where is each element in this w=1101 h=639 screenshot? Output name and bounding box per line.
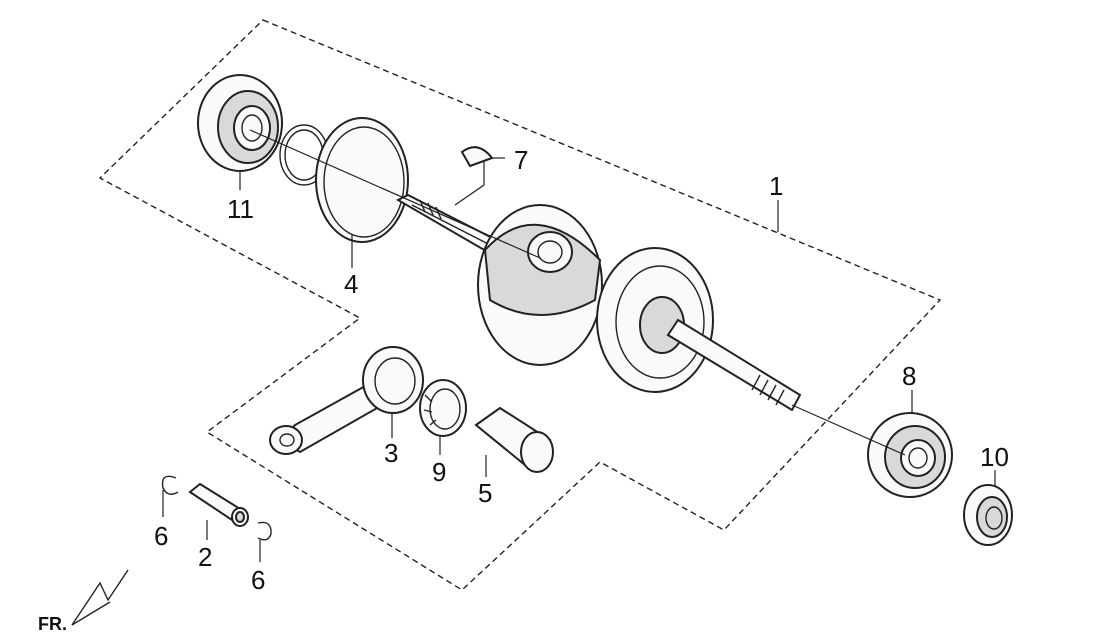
- callout-10: 10: [980, 442, 1009, 472]
- circlip-right-part: [257, 521, 272, 541]
- callout-5: 5: [478, 478, 492, 508]
- callout-7: 7: [514, 145, 528, 175]
- assembly-boundary: [98, 19, 942, 591]
- callout-8: 8: [902, 361, 916, 391]
- bearing-left-part: [197, 74, 283, 172]
- circlip-left-part: [161, 475, 179, 495]
- crank-web-left-part: [477, 204, 603, 366]
- callout-4: 4: [344, 269, 358, 299]
- front-direction-arrow: [71, 569, 129, 626]
- connecting-rod-part: [269, 346, 424, 455]
- callout-1: 1: [769, 171, 783, 201]
- callout-6-left: 6: [154, 521, 168, 551]
- callout-11: 11: [227, 194, 254, 224]
- callout-2: 2: [198, 542, 212, 572]
- crank-pin-part: [474, 406, 554, 473]
- crank-web-right-part: [596, 247, 714, 393]
- bearing-right-part: [867, 412, 953, 498]
- callout-6-right: 6: [251, 565, 265, 595]
- needle-bearing-part: [419, 379, 467, 437]
- woodruff-key-part: [460, 146, 494, 168]
- front-direction-label: FR.: [38, 614, 67, 634]
- right-shaft-part: [666, 318, 802, 412]
- piston-pin-part: [188, 482, 249, 527]
- leader-lines: [162, 129, 996, 562]
- oil-seal-part: [963, 484, 1013, 546]
- callout-3: 3: [384, 438, 398, 468]
- callout-9: 9: [432, 457, 446, 487]
